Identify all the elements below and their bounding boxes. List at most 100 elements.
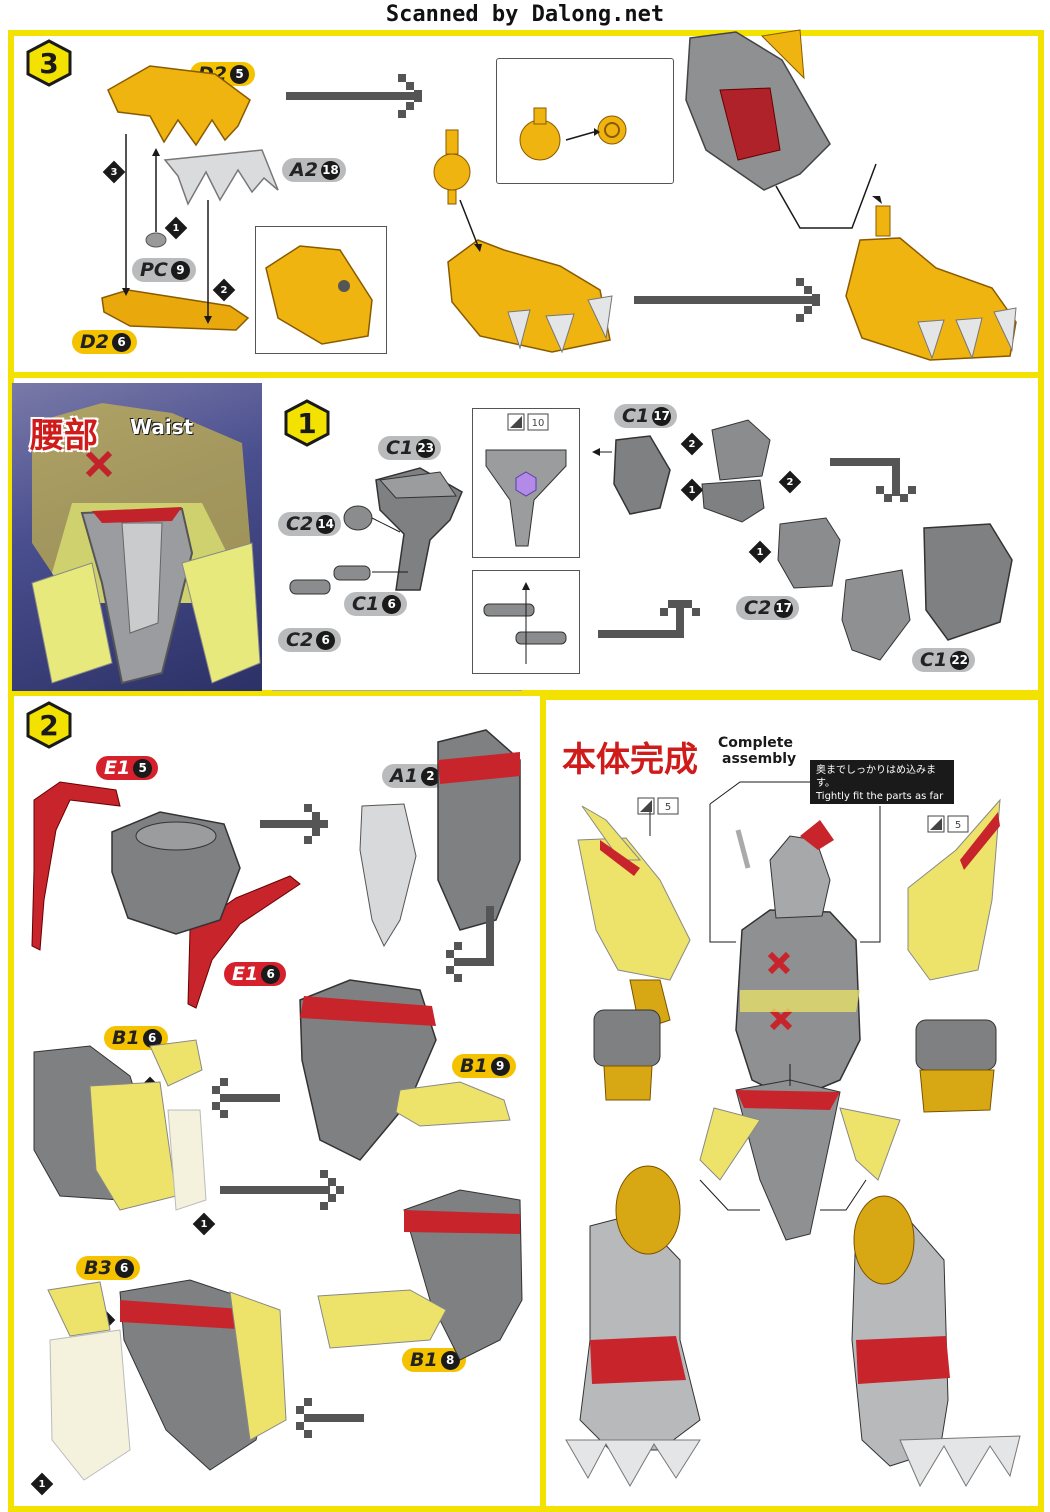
part-code: C2 — [744, 597, 772, 619]
waist-title-jp: 腰部 — [30, 416, 98, 456]
sticker-ref-right: 5 — [927, 815, 969, 833]
part-code: B3 — [84, 1257, 112, 1279]
part-number: 5 — [133, 758, 153, 778]
part-number: 18 — [320, 160, 340, 180]
waist-title-en: Waist — [130, 415, 194, 439]
complete-title-jp: 本体完成 — [562, 740, 698, 780]
part-code: C2 — [286, 513, 314, 535]
waist-step1-panel — [8, 378, 1044, 696]
part-code: E1 — [104, 757, 131, 779]
part-number: 6 — [382, 594, 402, 614]
part-code: C2 — [286, 629, 314, 651]
part-number: 14 — [316, 514, 336, 534]
claw-part — [163, 149, 279, 206]
toe-bottom-part — [101, 289, 250, 331]
fit-note-en: Tightly fit the parts as far as they wil… — [816, 791, 944, 815]
part-number: 6 — [114, 1258, 134, 1278]
pixel-arrow-down-left-3 — [296, 1398, 364, 1438]
part-code: C1 — [386, 437, 414, 459]
part-code: C1 — [920, 649, 948, 671]
pixel-arrow-down-left — [446, 906, 494, 982]
waist-reference-photo — [12, 383, 262, 691]
part-number: 6 — [142, 1028, 162, 1048]
waist-step1-illustration — [289, 419, 1013, 664]
part-code: E1 — [232, 963, 259, 985]
part-number: 6 — [112, 332, 131, 352]
part-number: 17 — [774, 598, 794, 618]
pixel-arrow-down-left-2 — [212, 1078, 280, 1118]
part-code: A2 — [290, 159, 318, 181]
part-number: 5 — [230, 64, 249, 84]
svg-text:5: 5 — [955, 820, 961, 831]
fit-note-jp: 奥までしっかりはめ込みます。 — [816, 765, 936, 789]
part-number: 6 — [261, 964, 281, 984]
pixel-arrow-down-right-2 — [220, 1170, 344, 1210]
step3-panel — [8, 30, 1044, 378]
pixel-arrow-up-right — [598, 600, 700, 638]
step-badge-1: 1 — [284, 399, 330, 447]
divider-bar — [8, 1506, 1044, 1512]
detail-box-ball-joint — [496, 58, 674, 184]
pixel-arrow-right-2 — [634, 278, 820, 322]
step3-illustration — [101, 29, 1017, 361]
part-number: 17 — [652, 406, 672, 426]
part-number: 9 — [490, 1056, 510, 1076]
section-divider — [272, 690, 522, 691]
svg-text:1: 1 — [297, 407, 316, 440]
part-code: C1 — [352, 593, 380, 615]
pixel-arrow-right-3 — [260, 804, 328, 844]
part-code: B1 — [460, 1055, 488, 1077]
waist-photo-illustration — [31, 403, 261, 685]
complete-panel — [540, 694, 1044, 1512]
part-code: PC — [140, 259, 168, 281]
svg-text:10: 10 — [532, 418, 545, 429]
pixel-arrow-down-right — [830, 458, 916, 502]
part-number: 9 — [170, 260, 190, 280]
part-code: A1 — [390, 765, 418, 787]
pixel-arrow-right — [286, 74, 422, 118]
part-code: D2 — [80, 331, 109, 353]
complete-title-en-1: Complete — [718, 735, 793, 751]
part-number: 23 — [416, 438, 436, 458]
part-number: 2 — [420, 766, 440, 786]
svg-text:5: 5 — [665, 802, 671, 813]
part-number: 8 — [440, 1350, 460, 1370]
part-number: 22 — [950, 650, 970, 670]
complete-title-en-2: assembly — [722, 751, 797, 767]
pc-cap — [145, 232, 167, 248]
waist-step2-illustration — [31, 729, 523, 1481]
svg-text:2: 2 — [39, 709, 58, 742]
part-code: C1 — [622, 405, 650, 427]
fit-note: 奥までしっかりはめ込みます。 Tightly fit the parts as … — [810, 760, 954, 815]
step-badge-2: 2 — [26, 701, 72, 749]
left-edge-bar — [8, 696, 14, 1512]
part-code: B1 — [410, 1349, 438, 1371]
svg-text:3: 3 — [39, 47, 58, 80]
detail-foot — [265, 245, 373, 345]
sticker-ref-left: 5 — [637, 797, 679, 815]
part-number: 6 — [316, 630, 336, 650]
step-badge-3: 3 — [26, 39, 72, 87]
toe-top-part — [107, 65, 251, 147]
sticker-ref-10: 10 — [507, 413, 549, 431]
part-code: B1 — [112, 1027, 140, 1049]
scan-watermark: Scanned by Dalong.net — [385, 2, 665, 27]
